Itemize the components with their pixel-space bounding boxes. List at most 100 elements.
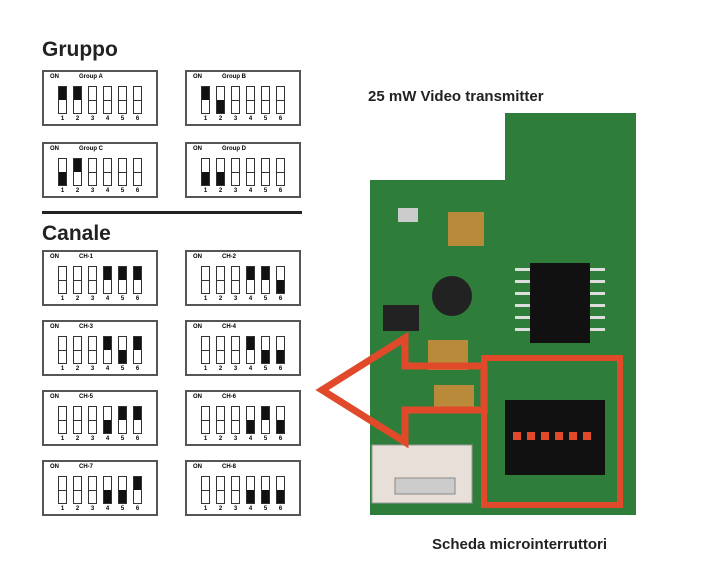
switch-1-off <box>58 158 67 186</box>
switch-name: CH-3 <box>79 324 94 330</box>
switch-number: 4 <box>248 506 253 512</box>
switch-2-on <box>73 86 82 114</box>
switch-4-on <box>103 266 112 294</box>
switch-number: 4 <box>248 296 253 302</box>
switch-2-none <box>216 336 225 364</box>
switch-5-on <box>118 406 127 434</box>
switch-name: Group B <box>222 74 246 80</box>
switch-3-none <box>231 336 240 364</box>
switch-number: 6 <box>278 296 283 302</box>
switch-number: 6 <box>135 436 140 442</box>
switch-6-on <box>133 476 142 504</box>
on-label: ON <box>50 324 59 330</box>
switch-2-none <box>73 266 82 294</box>
switch-name: CH-1 <box>79 254 94 260</box>
switch-3-none <box>231 158 240 186</box>
on-label: ON <box>193 146 202 152</box>
switch-3-none <box>88 406 97 434</box>
switch-number: 4 <box>248 436 253 442</box>
switch-number: 4 <box>105 116 110 122</box>
capacitor <box>448 212 484 246</box>
switch-2-none <box>216 266 225 294</box>
switch-name: CH-4 <box>222 324 237 330</box>
switch-number: 3 <box>90 188 95 194</box>
switch-1-none <box>201 406 210 434</box>
switch-3-none <box>231 406 240 434</box>
switch-number: 4 <box>248 188 253 194</box>
switch-4-none <box>246 158 255 186</box>
switch-1-on <box>58 86 67 114</box>
switch-number: 6 <box>135 188 140 194</box>
switch-name: CH-2 <box>222 254 237 260</box>
switch-1-none <box>58 406 67 434</box>
switch-number: 1 <box>60 188 65 194</box>
switch-5-on <box>118 266 127 294</box>
switch-2-none <box>216 406 225 434</box>
switch-number: 1 <box>203 366 208 372</box>
switch-number: 3 <box>233 116 238 122</box>
switch-number: 3 <box>233 436 238 442</box>
switch-1-none <box>201 476 210 504</box>
switch-1-none <box>201 266 210 294</box>
switch-number: 4 <box>248 116 253 122</box>
switch-2-on <box>73 158 82 186</box>
switch-number: 1 <box>60 366 65 372</box>
switch-number: 2 <box>218 436 223 442</box>
switch-number: 2 <box>75 366 80 372</box>
switch-name: Group A <box>79 74 103 80</box>
switch-5-none <box>261 86 270 114</box>
switch-number: 6 <box>135 116 140 122</box>
switch-number: 2 <box>218 188 223 194</box>
switch-4-off <box>246 476 255 504</box>
switch-number: 1 <box>60 436 65 442</box>
switch-1-none <box>58 266 67 294</box>
switch-3-none <box>88 336 97 364</box>
switch-3-none <box>231 476 240 504</box>
switch-number: 2 <box>75 296 80 302</box>
switch-1-on <box>201 86 210 114</box>
switch-5-off <box>261 336 270 364</box>
switch-4-on <box>103 336 112 364</box>
switch-5-none <box>118 158 127 186</box>
switch-3-none <box>88 158 97 186</box>
switch-number: 4 <box>105 188 110 194</box>
switch-1-off <box>201 158 210 186</box>
switch-number: 2 <box>218 506 223 512</box>
switch-1-none <box>201 336 210 364</box>
switch-5-on <box>261 266 270 294</box>
switch-5-off <box>261 476 270 504</box>
switch-number: 1 <box>203 296 208 302</box>
switch-caption: Scheda microinterruttori <box>432 536 608 553</box>
switch-number: 6 <box>135 366 140 372</box>
switch-4-on <box>246 266 255 294</box>
on-label: ON <box>193 254 202 260</box>
switch-number: 2 <box>218 296 223 302</box>
switch-number: 1 <box>60 296 65 302</box>
capacitor <box>434 385 474 410</box>
switch-number: 5 <box>120 188 125 194</box>
switch-number: 5 <box>263 506 268 512</box>
switch-number: 3 <box>90 506 95 512</box>
switch-5-off <box>118 336 127 364</box>
switch-number: 6 <box>135 506 140 512</box>
switch-4-off <box>246 406 255 434</box>
switch-number: 2 <box>218 366 223 372</box>
switch-number: 3 <box>90 116 95 122</box>
switch-number: 2 <box>75 188 80 194</box>
switch-number: 3 <box>233 506 238 512</box>
switch-2-none <box>73 476 82 504</box>
switch-2-off <box>216 86 225 114</box>
switch-6-off <box>276 336 285 364</box>
switch-number: 3 <box>233 366 238 372</box>
switch-number: 5 <box>120 296 125 302</box>
switch-name: CH-5 <box>79 394 94 400</box>
switch-number: 5 <box>120 116 125 122</box>
